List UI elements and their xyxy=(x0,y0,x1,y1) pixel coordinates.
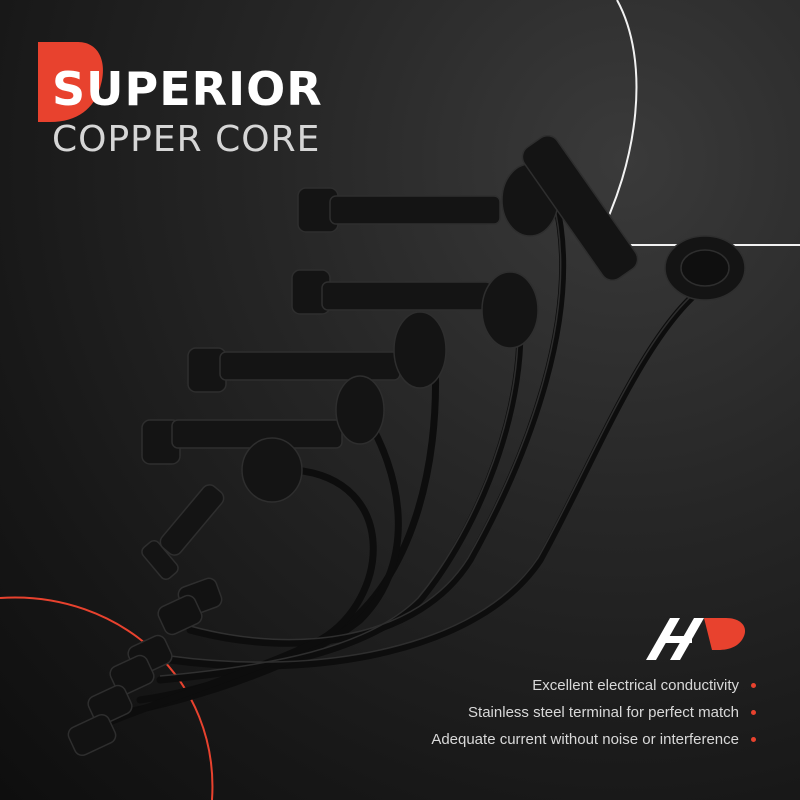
feature-text: Excellent electrical conductivity xyxy=(532,677,739,694)
headline: SUPERIOR COPPER CORE xyxy=(38,42,323,160)
bullet-icon xyxy=(751,710,756,715)
feature-text: Adequate current without noise or interf… xyxy=(431,731,739,748)
feature-text: Stainless steel terminal for perfect mat… xyxy=(468,704,739,721)
feature-list: Excellent electrical conductivity Stainl… xyxy=(431,672,756,753)
feature-item: Adequate current without noise or interf… xyxy=(431,726,756,753)
feature-item: Stainless steel terminal for perfect mat… xyxy=(431,699,756,726)
headline-sub: COPPER CORE xyxy=(52,119,321,160)
headline-main: SUPERIOR xyxy=(52,62,323,116)
decorative-white-arc xyxy=(593,0,800,246)
wire-cables-highlight xyxy=(159,199,699,677)
bullet-icon xyxy=(751,737,756,742)
wire-cables xyxy=(86,196,704,734)
feature-item: Excellent electrical conductivity xyxy=(431,672,756,699)
a-premium-logo-icon xyxy=(646,618,746,660)
right-angle-boots xyxy=(67,577,223,757)
bullet-icon xyxy=(751,683,756,688)
plug-boots xyxy=(141,163,559,581)
angled-boot xyxy=(521,134,746,301)
red-d-badge-icon xyxy=(38,42,104,122)
